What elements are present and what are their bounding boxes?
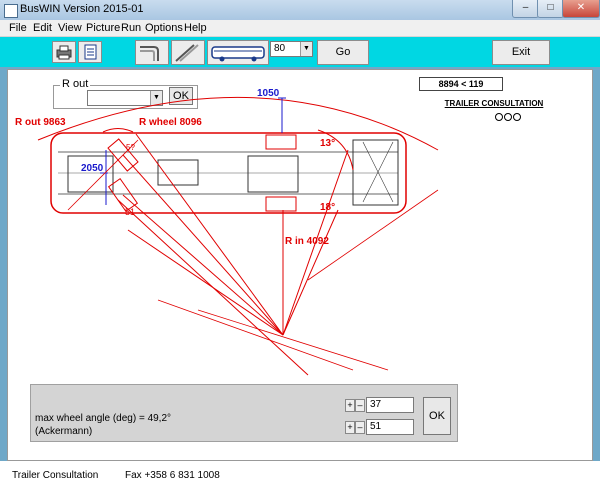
front-small-label: 5?: [126, 143, 135, 152]
status-company: Trailer Consultation: [12, 470, 99, 481]
speed-select[interactable]: 80 ▼: [270, 41, 313, 57]
document-button[interactable]: [78, 41, 102, 63]
menu-picture[interactable]: Picture: [86, 22, 121, 34]
angle1-input[interactable]: 37: [366, 397, 414, 413]
menu-options[interactable]: Options: [145, 22, 183, 34]
status-bar: Trailer Consultation Fax +358 6 831 1008: [0, 461, 600, 500]
maximize-button[interactable]: □: [537, 0, 564, 18]
window-title: BusWIN Version 2015-01: [20, 3, 144, 15]
rout-group: R out ▼ OK: [53, 78, 198, 109]
bus-turning-drawing: [37, 96, 439, 376]
angle1-minus-button[interactable]: –: [355, 399, 365, 412]
bus-icon: [211, 46, 265, 62]
ackermann-text: (Ackermann): [35, 426, 93, 437]
menu-edit[interactable]: Edit: [33, 22, 52, 34]
menu-view[interactable]: View: [58, 22, 82, 34]
status-fax: Fax +358 6 831 1008: [125, 470, 220, 481]
wheel-angle-panel: max wheel angle (deg) = 49,2° (Ackermann…: [30, 384, 458, 442]
wheel-low-label: 51: [125, 207, 136, 217]
exit-button[interactable]: Exit: [492, 40, 550, 65]
document-icon: [84, 44, 97, 60]
angle2-plus-button[interactable]: +: [345, 421, 355, 434]
header-info: 8894 < 119: [419, 77, 503, 91]
top-dimension-label: 1050: [257, 88, 280, 99]
angle2-minus-button[interactable]: –: [355, 421, 365, 434]
panel-ok-button[interactable]: OK: [423, 397, 451, 435]
angle-top-label: 13°: [320, 138, 336, 149]
logo-wheels-icon: [495, 113, 521, 121]
print-button[interactable]: [52, 41, 76, 63]
chevron-down-icon[interactable]: ▼: [300, 42, 312, 56]
company-logo-text: TRAILER CONSULTATION: [444, 99, 544, 108]
speed-value: 80: [274, 43, 286, 54]
menu-run[interactable]: Run: [121, 22, 142, 34]
turn-45-button[interactable]: [171, 40, 205, 65]
menu-help[interactable]: Help: [184, 22, 207, 34]
title-bar: BusWIN Version 2015-01 – □ ✕: [0, 0, 600, 21]
wheelbase-dimension-label: 2050: [81, 163, 104, 174]
r-wheel-label: R wheel 8096: [139, 117, 202, 128]
angle1-plus-button[interactable]: +: [345, 399, 355, 412]
minimize-button[interactable]: –: [512, 0, 539, 18]
chevron-down-icon[interactable]: ▼: [150, 91, 162, 105]
go-button[interactable]: Go: [317, 40, 369, 65]
angle-bottom-label: 18°: [320, 202, 336, 213]
angle2-input[interactable]: 51: [366, 419, 414, 435]
drawing-area: R out ▼ OK 8894 < 119 TRAILER CONSULTATI…: [7, 69, 593, 461]
menu-bar: File Edit View Picture Run Options Help: [0, 20, 600, 37]
printer-icon: [56, 45, 72, 60]
r-in-label: R in 4092: [285, 236, 329, 247]
toolbar: 80 ▼ Go Exit: [0, 37, 600, 67]
r-out-label: R out 9863: [15, 117, 66, 128]
menu-file[interactable]: File: [9, 22, 27, 34]
app-icon: [4, 4, 18, 18]
close-button[interactable]: ✕: [562, 0, 600, 18]
turn-90-button[interactable]: [135, 40, 169, 65]
turn-90-icon: [140, 46, 159, 61]
max-wheel-angle-text: max wheel angle (deg) = 49,2°: [35, 413, 172, 424]
turn-45-icon: [175, 44, 199, 62]
rout-label: R out: [60, 78, 91, 90]
rout-select[interactable]: ▼: [87, 90, 163, 106]
bus-button[interactable]: [207, 40, 269, 65]
